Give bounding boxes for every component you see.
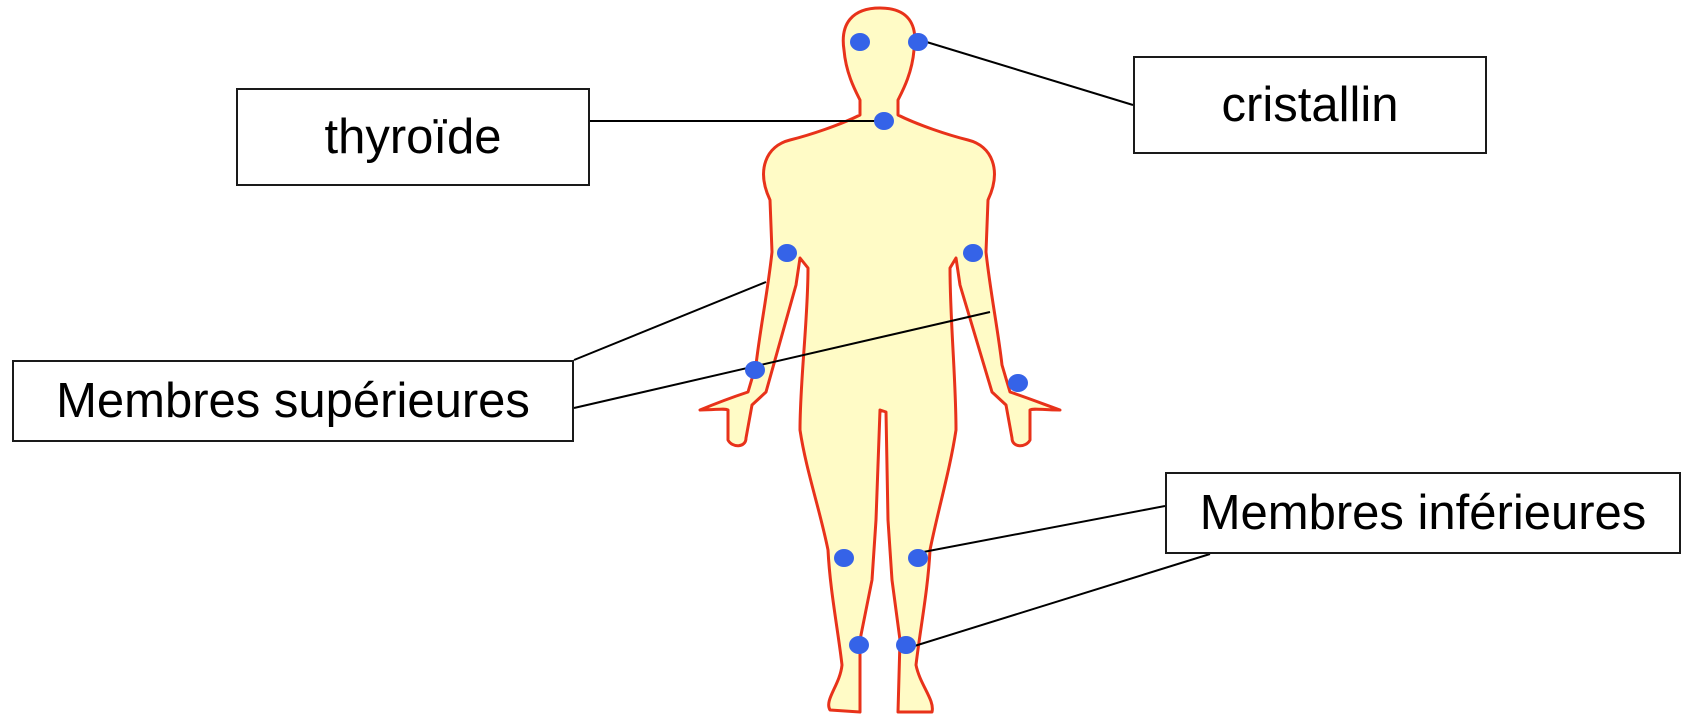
dot-eye-left-lens (908, 33, 928, 51)
label-membres-superieures-text: Membres supérieures (56, 377, 530, 426)
dot-left-shoulder (963, 244, 983, 262)
dot-left-ankle (896, 636, 916, 654)
leader-inf-knee (918, 506, 1165, 553)
label-membres-superieures: Membres supérieures (12, 360, 574, 442)
dot-right-ankle (849, 636, 869, 654)
leader-sup-left-arm (574, 282, 766, 360)
dot-right-wrist (745, 361, 765, 379)
label-cristallin: cristallin (1133, 56, 1487, 154)
dot-left-knee (908, 549, 928, 567)
label-membres-inferieures-text: Membres inférieures (1200, 489, 1647, 538)
dot-left-wrist (1008, 374, 1028, 392)
dot-thyroid (874, 112, 894, 130)
label-thyroide-text: thyroïde (324, 113, 501, 162)
dot-right-knee (834, 549, 854, 567)
label-thyroide: thyroïde (236, 88, 590, 186)
label-cristallin-text: cristallin (1222, 81, 1399, 130)
dot-eye-right-lens (850, 33, 870, 51)
leader-cristallin (920, 40, 1133, 105)
label-membres-inferieures: Membres inférieures (1165, 472, 1681, 554)
leader-inf-ankle (908, 554, 1210, 648)
dot-right-shoulder (777, 244, 797, 262)
